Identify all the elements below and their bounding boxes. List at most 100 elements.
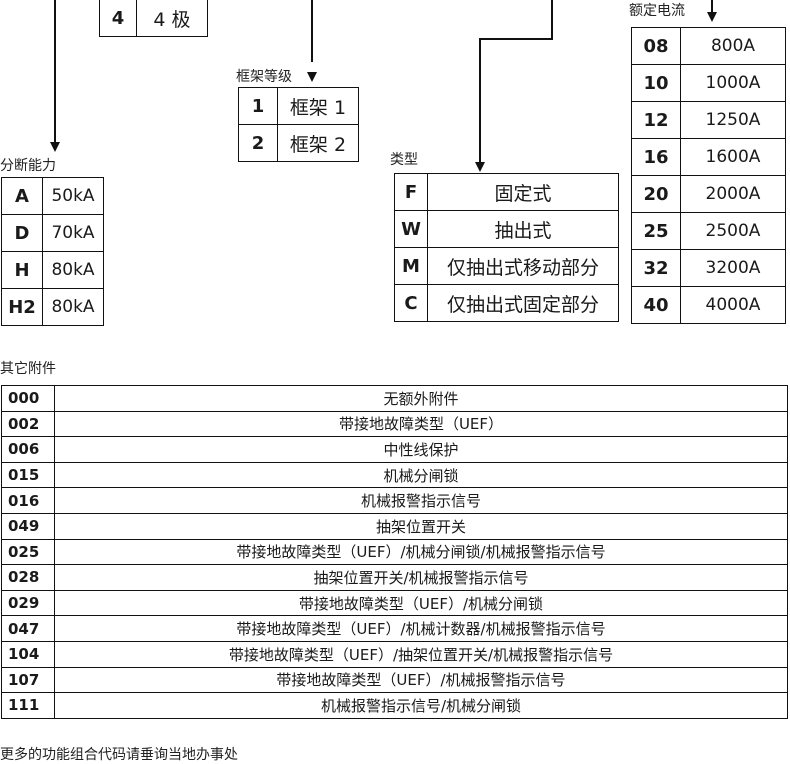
accessory-description: 带接地故障类型（UEF）/机械分闸锁 [54, 589, 788, 617]
current-table: 08 800A 10 1000A 12 1250A 16 1600A 20 20… [631, 27, 786, 324]
current-row: 16 1600A [631, 138, 786, 176]
connector-type-line [551, 0, 553, 40]
current-label: 3200A [680, 249, 786, 287]
poles-code: 4 [99, 0, 137, 37]
type-row: M 仅抽出式移动部分 [394, 247, 619, 285]
type-row: F 固定式 [394, 173, 619, 211]
current-row: 40 4000A [631, 286, 786, 324]
frame-table: 1 框架 1 2 框架 2 [238, 87, 359, 162]
current-row: 08 800A [631, 27, 786, 65]
type-label: 仅抽出式固定部分 [427, 284, 619, 322]
current-row: 32 3200A [631, 249, 786, 287]
current-code: 25 [631, 212, 681, 250]
current-row: 20 2000A [631, 175, 786, 213]
accessory-code: 016 [1, 487, 55, 514]
accessory-description: 机械报警指示信号/机械分闸锁 [54, 692, 788, 719]
type-label: 仅抽出式移动部分 [427, 247, 619, 285]
connector-current-line [711, 0, 713, 12]
poles-label: 4 极 [136, 0, 208, 37]
accessory-description: 机械报警指示信号 [54, 487, 788, 514]
accessory-code: 111 [1, 692, 55, 719]
frame-code: 2 [238, 124, 278, 162]
poles-row: 4 4 极 [99, 0, 208, 37]
type-label: 固定式 [427, 173, 619, 211]
footnote: 更多的功能组合代码请垂询当地办事处 [0, 747, 238, 763]
breaking-label: 80kA [42, 251, 104, 289]
current-label: 800A [680, 27, 786, 65]
current-label: 1600A [680, 138, 786, 176]
accessory-description: 抽架位置开关 [54, 512, 788, 540]
connector-type-drop [479, 38, 481, 162]
accessory-code: 029 [1, 589, 55, 617]
breaking-label: 50kA [42, 177, 104, 215]
current-label: 4000A [680, 286, 786, 324]
accessory-code: 028 [1, 564, 55, 591]
frame-label: 框架 1 [277, 87, 359, 125]
connector-current-arrow [707, 12, 717, 22]
accessory-code: 000 [1, 385, 55, 412]
connector-breaking-line [54, 0, 56, 144]
frame-row: 2 框架 2 [238, 124, 359, 162]
accessory-code: 104 [1, 640, 55, 668]
accessory-code: 006 [1, 436, 55, 463]
connector-frame-line [311, 0, 313, 62]
accessory-code: 049 [1, 512, 55, 540]
current-code: 16 [631, 138, 681, 176]
accessory-code: 002 [1, 410, 55, 438]
breaking-code: H [1, 251, 43, 289]
breaking-row: H2 80kA [1, 288, 104, 326]
connector-breaking-arrow [50, 142, 60, 152]
breaking-caption: 分断能力 [0, 158, 56, 174]
accessory-code: 047 [1, 615, 55, 642]
frame-code: 1 [238, 87, 278, 125]
frame-row: 1 框架 1 [238, 87, 359, 125]
current-code: 20 [631, 175, 681, 213]
accessory-description: 机械分闸锁 [54, 461, 788, 489]
breaking-label: 80kA [42, 288, 104, 326]
breaking-label: 70kA [42, 214, 104, 252]
current-row: 25 2500A [631, 212, 786, 250]
breaking-code: A [1, 177, 43, 215]
accessory-description: 带接地故障类型（UEF）/机械报警指示信号 [54, 666, 788, 694]
breaking-table: A 50kA D 70kA H 80kA H2 80kA [1, 177, 104, 326]
accessory-code: 025 [1, 538, 55, 566]
current-code: 10 [631, 64, 681, 102]
accessory-code: 015 [1, 461, 55, 489]
breaking-code: H2 [1, 288, 43, 326]
type-code: F [394, 173, 428, 211]
frame-label: 框架 2 [277, 124, 359, 162]
breaking-row: D 70kA [1, 214, 104, 252]
connector-type-arrow [475, 162, 485, 172]
poles-table: 4 4 极 [99, 0, 208, 37]
type-code: W [394, 210, 428, 248]
accessory-description: 带接地故障类型（UEF）/机械分闸锁/机械报警指示信号 [54, 538, 788, 566]
accessory-description: 带接地故障类型（UEF） [54, 410, 788, 438]
type-code: C [394, 284, 428, 322]
current-label: 1250A [680, 101, 786, 139]
current-code: 40 [631, 286, 681, 324]
type-code: M [394, 247, 428, 285]
type-caption: 类型 [390, 152, 418, 168]
frame-caption: 框架等级 [236, 69, 292, 85]
accessory-description: 带接地故障类型（UEF）/抽架位置开关/机械报警指示信号 [54, 640, 788, 668]
type-row: C 仅抽出式固定部分 [394, 284, 619, 322]
accessories-caption: 其它附件 [0, 361, 56, 377]
accessory-description: 无额外附件 [54, 385, 788, 412]
breaking-code: D [1, 214, 43, 252]
current-label: 2500A [680, 212, 786, 250]
current-row: 10 1000A [631, 64, 786, 102]
current-code: 12 [631, 101, 681, 139]
accessory-description: 抽架位置开关/机械报警指示信号 [54, 564, 788, 591]
accessory-description: 带接地故障类型（UEF）/机械计数器/机械报警指示信号 [54, 615, 788, 642]
current-code: 32 [631, 249, 681, 287]
current-code: 08 [631, 27, 681, 65]
